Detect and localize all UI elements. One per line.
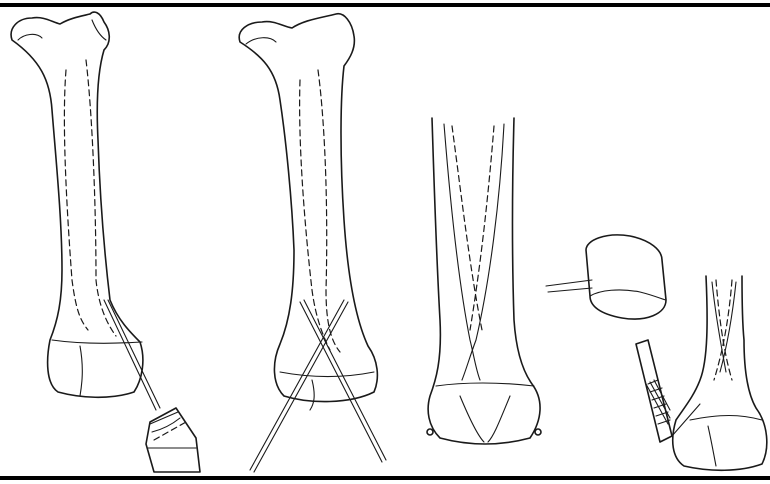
marrow-canal-right-2 [318,70,340,352]
pin-track-4b [720,282,736,372]
canal-dash-a [452,126,482,330]
canal-dash-b [470,126,494,330]
panel-4-mallet-seating [546,235,767,470]
growth-plate-line-2 [280,372,374,377]
panel-3-distal-femur-pins-seated [427,118,541,444]
marrow-canal-left [64,70,88,330]
mallet-icon [546,235,666,319]
pin-track-b [462,124,504,380]
growth-plate-line-4 [690,416,762,421]
femur-outline-2 [239,14,377,402]
pin-track-a [444,124,480,380]
condyle-line-3a [460,396,484,442]
condyle-line-3b [488,396,510,442]
condyle-line-4 [708,426,716,466]
panel-1-femur-drilling [11,12,200,472]
pins-seated-icon [427,429,541,435]
condyle-groove-2 [310,380,314,410]
hatched-pin [636,340,672,442]
femur-head-line [18,34,42,40]
growth-plate-line-3 [436,383,534,386]
distal-femur-outline-4 [673,276,767,470]
hand-drill-icon [146,408,200,472]
condyle-groove [80,346,82,396]
panel-2-femur-crossed-pins [239,14,386,472]
crossed-pins-icon [250,300,386,472]
distal-femur-outline [428,118,540,444]
femur-head-line-2 [246,38,276,44]
